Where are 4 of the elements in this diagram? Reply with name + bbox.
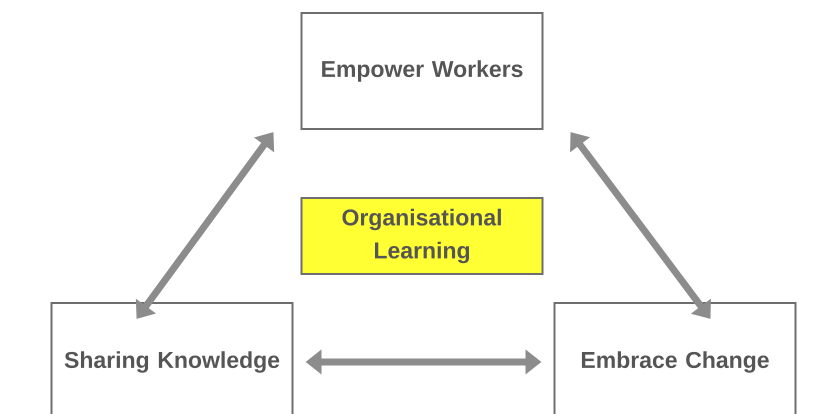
- concept-box: Embrace Change: [554, 302, 796, 414]
- concept-box: Sharing Knowledge: [50, 302, 294, 414]
- central-box: Organisational Learning: [300, 197, 544, 275]
- concept-box: Empower Workers: [300, 12, 544, 130]
